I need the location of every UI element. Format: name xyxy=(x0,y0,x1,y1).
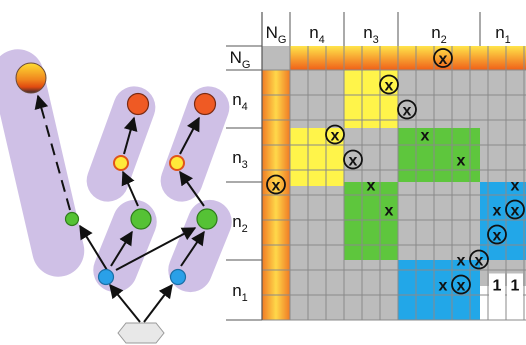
tree-edge xyxy=(123,116,138,155)
circled-x-mark: x xyxy=(266,174,286,195)
svg-text:x: x xyxy=(493,203,502,220)
svg-text:1: 1 xyxy=(493,278,502,295)
yellow-node xyxy=(113,155,129,171)
ng-row-strip xyxy=(290,46,526,70)
green-node xyxy=(196,208,218,230)
yellow-node xyxy=(169,155,185,171)
green-node xyxy=(130,208,152,230)
group-lines xyxy=(226,12,481,321)
tree-edge xyxy=(143,283,173,323)
x-mark: x xyxy=(457,153,466,170)
tree-edge xyxy=(115,227,197,271)
ng-corner-cell xyxy=(262,46,290,70)
svg-text:x: x xyxy=(331,128,340,145)
svg-text:x: x xyxy=(511,178,520,195)
tree-graph xyxy=(0,49,232,344)
block-n3-green xyxy=(398,128,480,182)
row-header: n4 xyxy=(232,90,248,113)
tree-edge xyxy=(179,170,205,207)
tree-lane xyxy=(0,49,85,277)
blue-node xyxy=(97,268,115,286)
svg-text:x: x xyxy=(367,178,376,195)
svg-text:x: x xyxy=(493,228,502,245)
block-n4 xyxy=(344,70,398,128)
svg-text:x: x xyxy=(403,103,412,120)
col-header: n2 xyxy=(431,23,447,46)
tree-edge xyxy=(121,170,139,207)
x-mark: x xyxy=(421,128,430,145)
svg-text:x: x xyxy=(475,253,484,270)
x-mark: x xyxy=(367,178,376,195)
svg-text:x: x xyxy=(511,203,520,220)
one-mark: 1 xyxy=(507,273,523,296)
svg-text:x: x xyxy=(457,253,466,270)
svg-text:x: x xyxy=(272,178,281,195)
svg-text:x: x xyxy=(385,203,394,220)
tree-edge xyxy=(179,116,200,155)
root-node xyxy=(117,322,165,344)
circled-x-mark: x xyxy=(379,74,399,95)
blue-node xyxy=(169,268,187,286)
row-header: n1 xyxy=(232,281,248,304)
circled-x-mark: x xyxy=(487,224,507,245)
circled-x-mark: x xyxy=(433,48,453,68)
circled-x-mark: x xyxy=(325,124,345,145)
svg-text:1: 1 xyxy=(511,278,520,295)
circled-x-mark: x xyxy=(343,149,363,170)
circled-x-mark: x xyxy=(469,249,489,270)
svg-text:x: x xyxy=(385,78,394,95)
x-mark: x xyxy=(439,278,448,295)
circled-x-mark: x xyxy=(451,274,471,295)
x-mark: x xyxy=(385,203,394,220)
svg-text:x: x xyxy=(421,128,430,145)
one-mark: 1 xyxy=(489,273,505,296)
svg-text:x: x xyxy=(457,278,466,295)
svg-text:x: x xyxy=(439,51,448,68)
svg-text:x: x xyxy=(349,153,358,170)
tree-lane xyxy=(93,199,157,293)
svg-text:x: x xyxy=(439,278,448,295)
row-header: NG xyxy=(230,48,251,71)
circled-x-mark: x xyxy=(397,99,417,120)
tree-edge xyxy=(79,224,108,271)
red-node xyxy=(193,92,217,116)
tree-edge xyxy=(109,283,141,323)
tree-edge xyxy=(180,230,205,267)
col-header: n1 xyxy=(495,23,511,46)
x-mark: x xyxy=(457,253,466,270)
grid-lines xyxy=(262,46,526,321)
tree-lane xyxy=(86,86,156,202)
x-mark: x xyxy=(511,178,520,195)
tree-edge-dashed xyxy=(34,94,71,211)
circled-x-mark: x xyxy=(505,199,525,220)
red-node xyxy=(126,92,150,116)
col-header: NG xyxy=(266,23,287,46)
svg-text:x: x xyxy=(457,153,466,170)
row-header: n2 xyxy=(232,212,248,235)
tree-edge xyxy=(110,230,133,267)
row-header: n3 xyxy=(232,148,248,171)
x-mark: x xyxy=(493,203,502,220)
green-node-small xyxy=(64,211,80,227)
gradient-node xyxy=(15,62,47,94)
block-n3 xyxy=(290,128,344,186)
tree-lane xyxy=(160,86,230,202)
col-header: n3 xyxy=(363,23,379,46)
col-header: n4 xyxy=(309,23,325,46)
